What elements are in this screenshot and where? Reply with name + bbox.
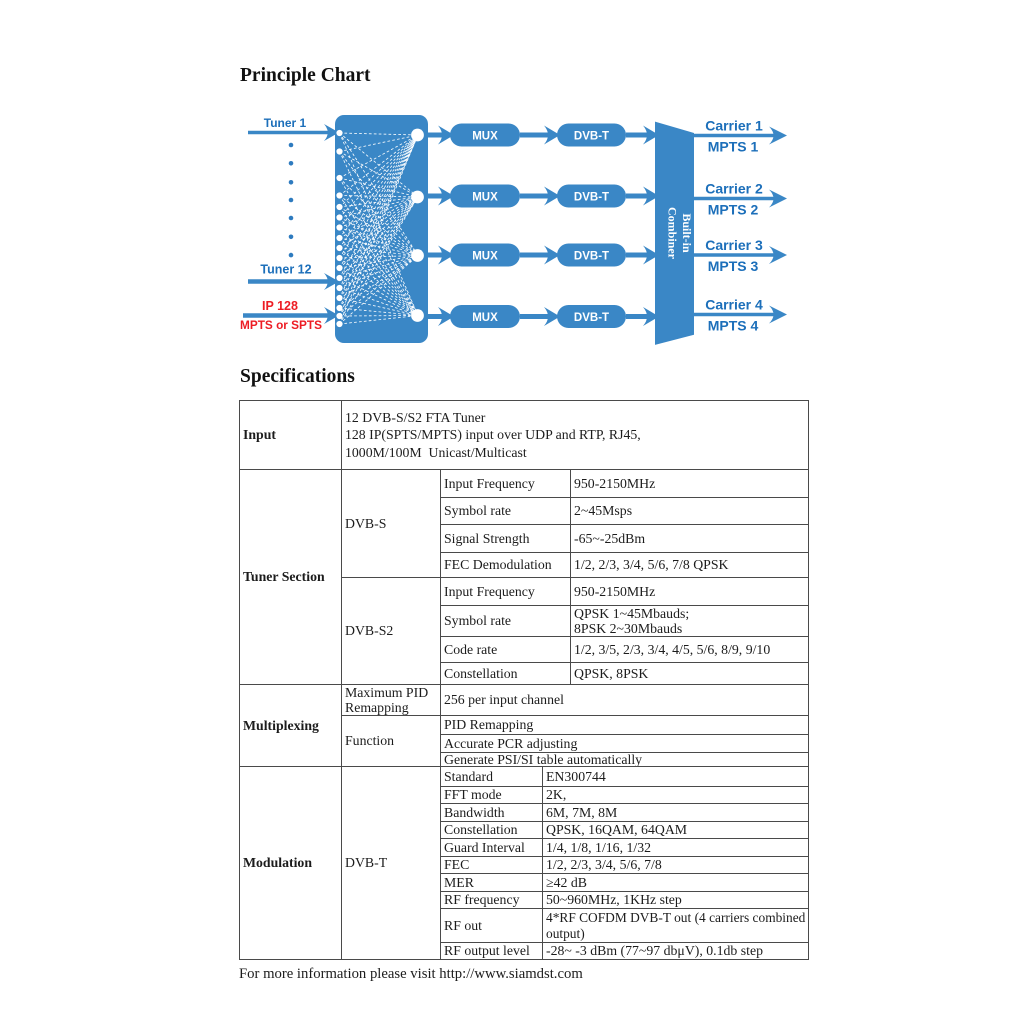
svg-text:Tuner 1: Tuner 1 [264,116,307,130]
svg-text:IP 128: IP 128 [262,299,298,313]
svg-text:DVB-T: DVB-T [574,251,609,263]
svg-text:MPTS or SPTS: MPTS or SPTS [240,318,322,332]
svg-text:DVB-T: DVB-T [574,131,609,143]
svg-text:MPTS 2: MPTS 2 [708,202,759,218]
svg-text:Built-inCombiner: Built-inCombiner [666,207,695,260]
svg-text:MPTS 4: MPTS 4 [708,318,759,334]
svg-text:Tuner 12: Tuner 12 [260,263,311,277]
svg-text:MUX: MUX [472,312,498,324]
svg-text:DVB-T: DVB-T [574,192,609,204]
svg-text:Carrier 1: Carrier 1 [705,118,763,134]
svg-text:MPTS 3: MPTS 3 [708,258,759,274]
svg-text:Carrier 2: Carrier 2 [705,181,763,197]
svg-text:MUX: MUX [472,251,498,263]
svg-text:DVB-T: DVB-T [574,312,609,324]
svg-text:Carrier 4: Carrier 4 [705,297,763,313]
svg-text:Carrier 3: Carrier 3 [705,237,763,253]
svg-text:MUX: MUX [472,192,498,204]
svg-text:MUX: MUX [472,131,498,143]
svg-text:MPTS 1: MPTS 1 [708,139,759,155]
